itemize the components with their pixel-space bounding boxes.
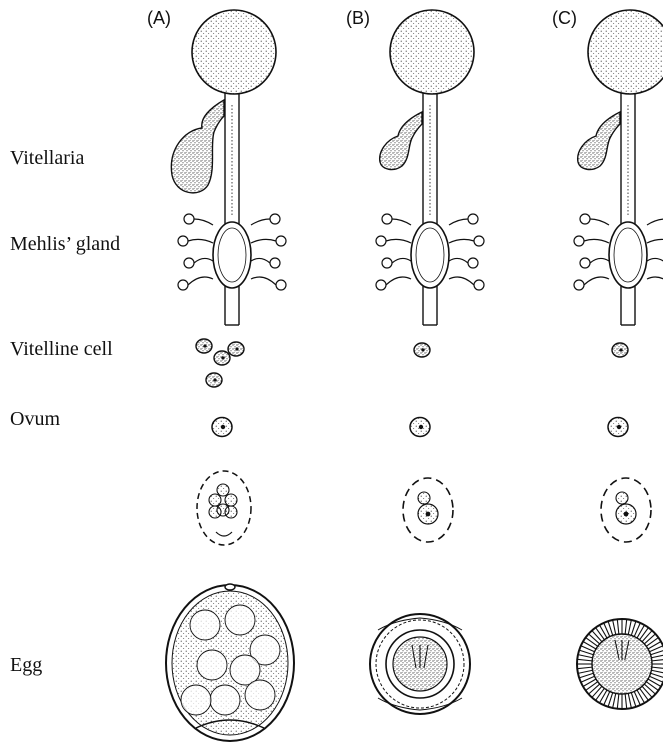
- ootype-c: [609, 222, 647, 288]
- columns-layer: [166, 10, 663, 741]
- vitellaria-c: [578, 112, 620, 169]
- vitellaria-a: [171, 100, 224, 193]
- vitelline-cells-c: [612, 343, 628, 357]
- egg-formation-a: [197, 471, 251, 545]
- ovary-b: [390, 10, 474, 94]
- egg-b: [370, 614, 470, 714]
- vitellaria-b: [380, 112, 422, 169]
- vitelline-cells-a: [196, 339, 244, 387]
- operculum-knob: [225, 584, 235, 590]
- egg-formation-b: [403, 478, 453, 542]
- ovary-c: [588, 10, 663, 94]
- ootype-b: [411, 222, 449, 288]
- column-b: [370, 10, 484, 714]
- egg-a: [166, 584, 294, 741]
- ovary-a: [192, 10, 276, 94]
- column-c: [574, 10, 663, 709]
- column-a: [166, 10, 294, 741]
- egg-c: [577, 619, 663, 709]
- egg-formation-c: [601, 478, 651, 542]
- ootype-a: [213, 222, 251, 288]
- vitelline-cells-b: [414, 343, 430, 357]
